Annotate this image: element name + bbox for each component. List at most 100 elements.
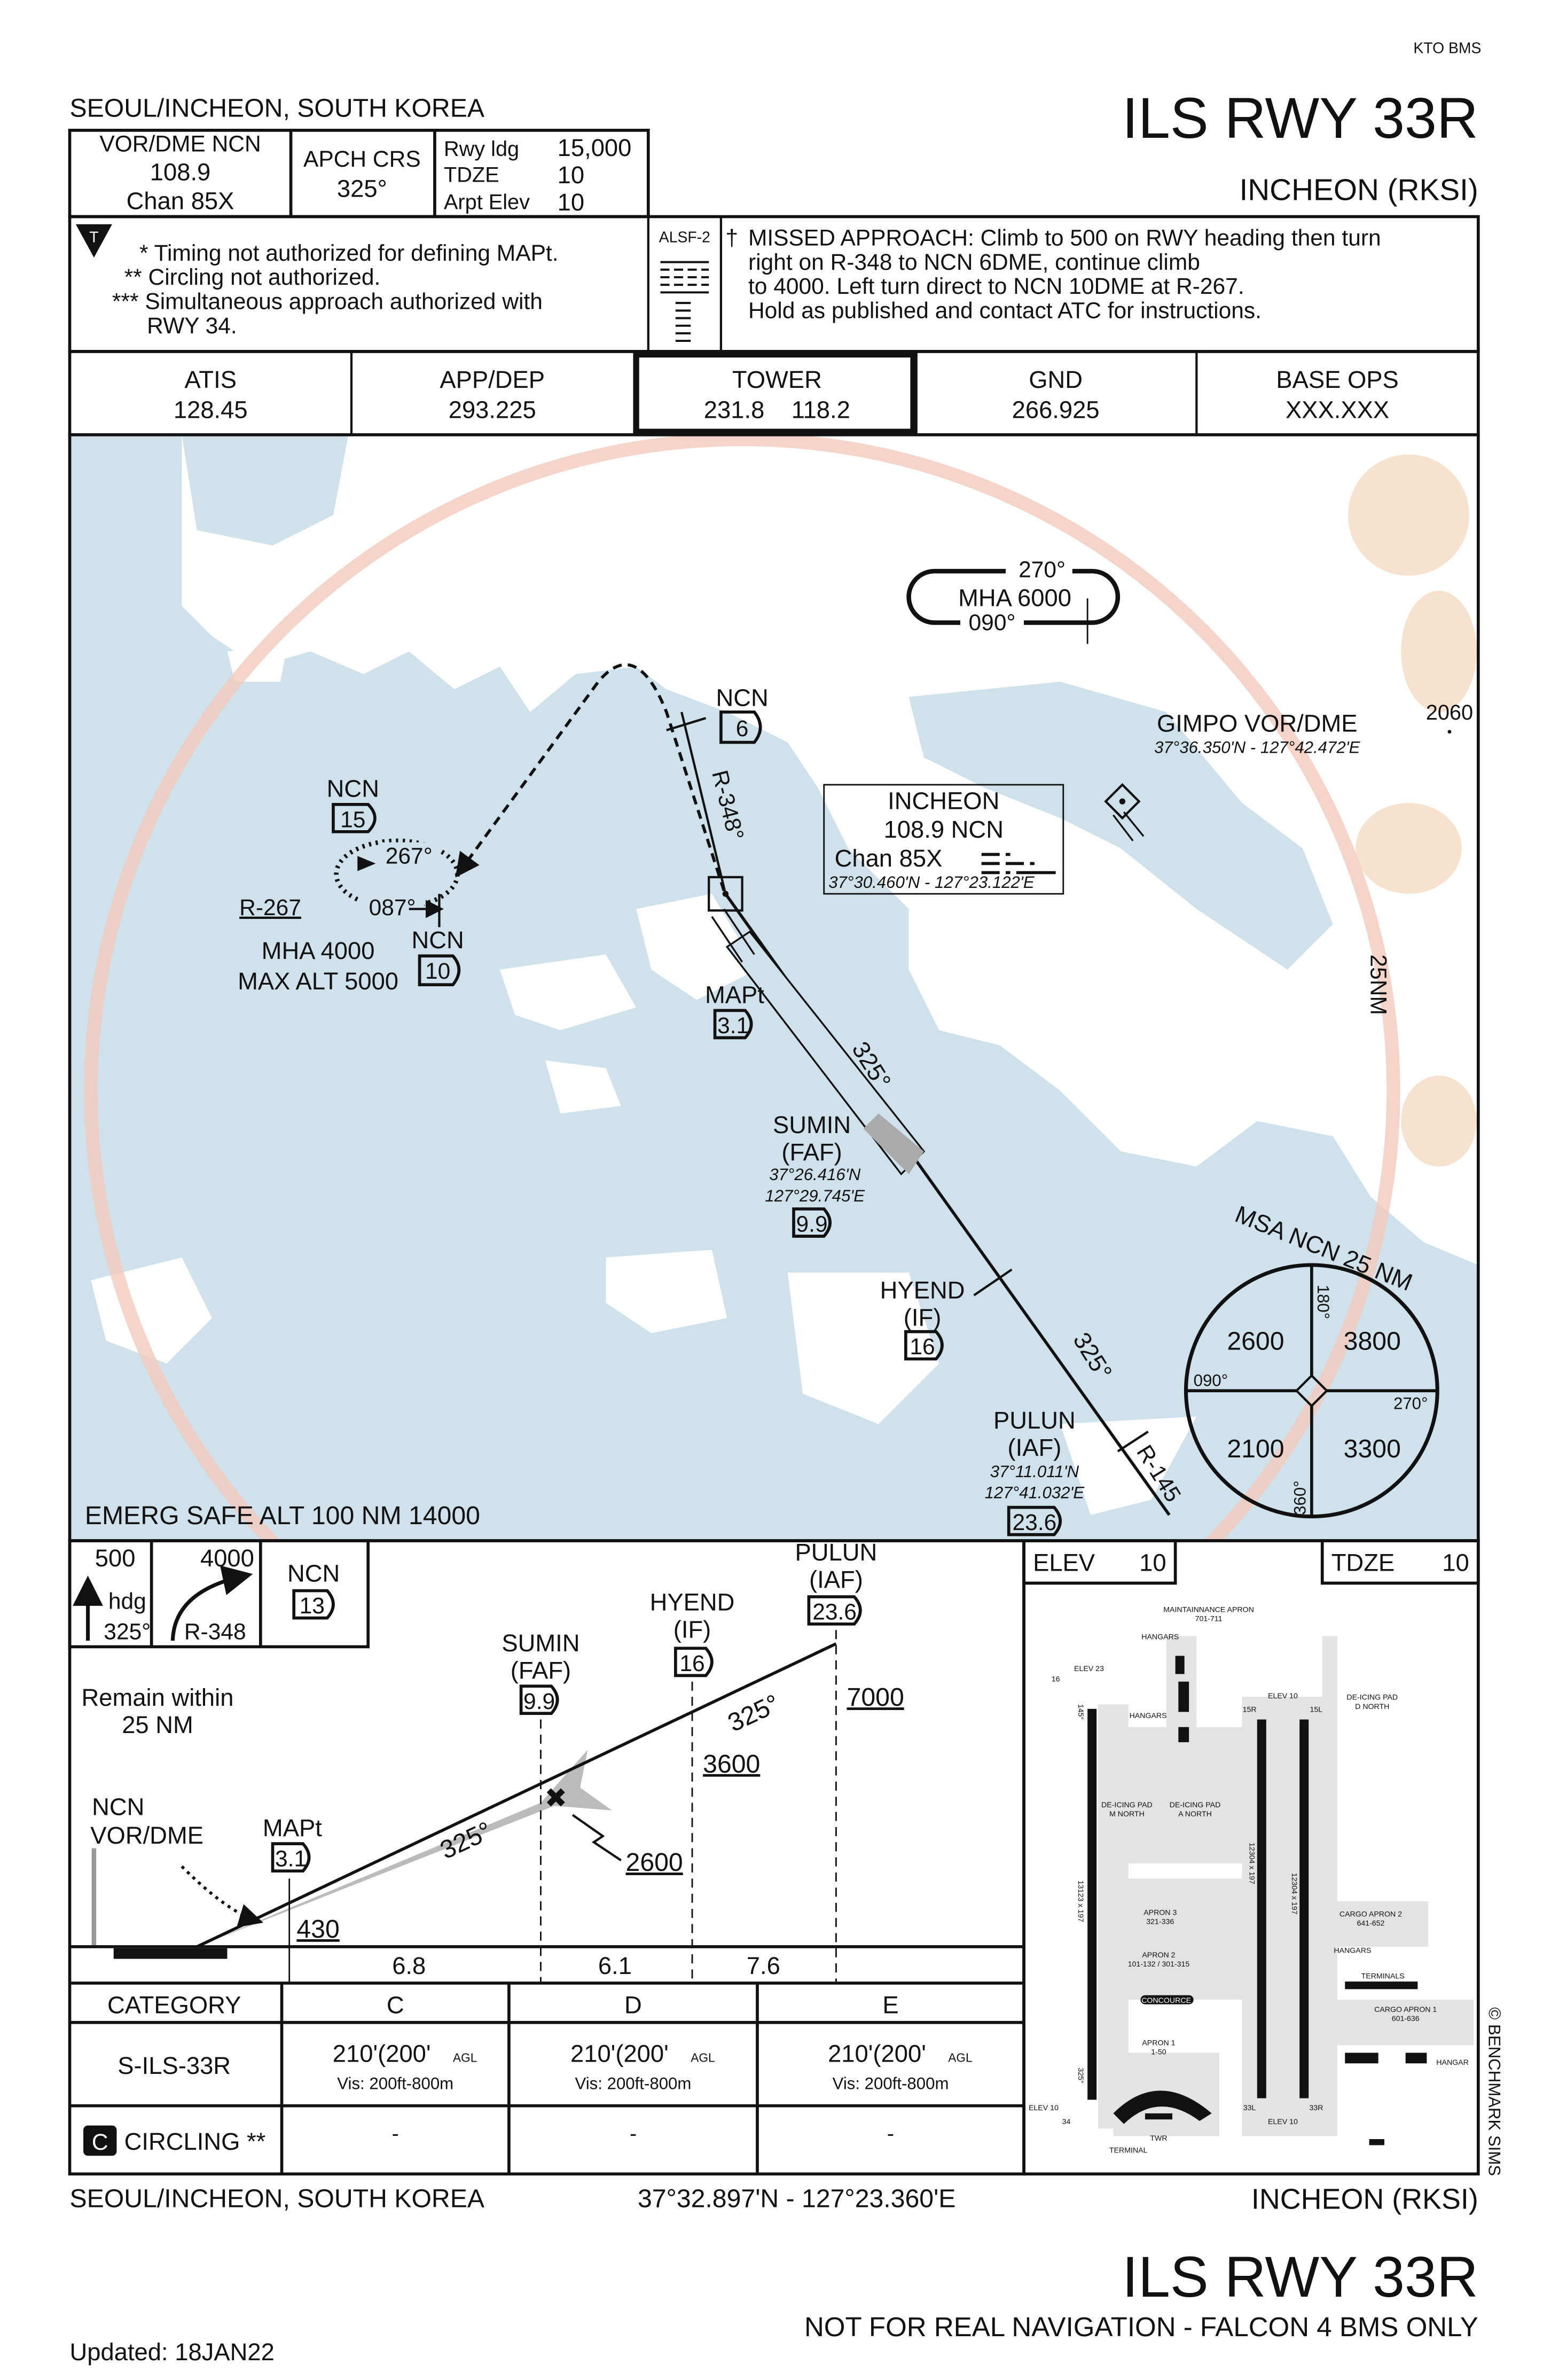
climb-altitude: 500 — [95, 1544, 136, 1572]
glideslope-intercept-icon: ✖ — [544, 1783, 567, 1813]
island — [499, 954, 637, 1031]
diagram-tdze: 10 — [1442, 1549, 1469, 1577]
comms-row: ATIS 128.45 APP/DEP 293.225 TOWER 231.8 … — [68, 350, 1480, 436]
profile-crs-upper: 325° — [724, 1689, 784, 1737]
turn-radial: R-348 — [184, 1619, 246, 1644]
tdze: 10 — [558, 161, 584, 189]
tower-highlight — [633, 351, 916, 435]
morse-code-icon — [981, 853, 1056, 875]
msa-180: 180° — [1314, 1285, 1333, 1320]
label-cargo1: CARGO APRON 1 — [1374, 2006, 1437, 2014]
hold-fix: NCN — [287, 1560, 340, 1587]
navaid-coords: 37°30.460'N - 127°23.122'E — [828, 873, 1035, 892]
apch-crs-label: APCH CRS — [303, 146, 421, 172]
pulun-name: PULUN — [993, 1407, 1076, 1434]
dme-box-mapt — [713, 1009, 753, 1040]
island — [606, 1250, 727, 1333]
min-vis: Vis: 200ft-800m — [337, 2074, 453, 2093]
radial-267-label: R-267 — [239, 895, 301, 920]
sumin-role: (FAF) — [781, 1138, 842, 1166]
msa-navaid-icon — [1295, 1374, 1329, 1408]
hold-mha: MHA 6000 — [958, 584, 1071, 611]
diagram-elev-label: ELEV — [1033, 1549, 1095, 1577]
alt-2600: 2600 — [626, 1848, 683, 1877]
label-apron2: APRON 2 — [1142, 1951, 1175, 1960]
hyend-dme: 16 — [910, 1334, 935, 1360]
dme-box-10 — [418, 954, 461, 987]
min-circling-e: - — [887, 2122, 894, 2145]
profile-hyend-role: (IF) — [673, 1616, 711, 1643]
alsf-label: ALSF-2 — [659, 229, 710, 246]
dme-box-profile-sumin — [519, 1684, 559, 1715]
climbing-turn-icon — [170, 1565, 253, 1641]
circling-badge — [83, 2125, 117, 2156]
emergency-safe-altitude: EMERG SAFE ALT 100 NM 14000 — [85, 1501, 480, 1530]
gimpo-vor-icon — [1104, 783, 1141, 820]
label-terminals: TERMINALS — [1361, 1972, 1405, 1981]
label-elev10c: ELEV 10 — [1268, 2118, 1298, 2126]
range-ring-25nm — [84, 434, 1400, 1541]
hold-inbound: 270° — [1019, 557, 1066, 582]
label-elev23: ELEV 23 — [1074, 1665, 1104, 1673]
min-header-c: C — [387, 1992, 404, 2019]
min-ils-name: S-ILS-33R — [118, 2052, 231, 2079]
label-deice-d: DE-ICING PAD — [1346, 1694, 1398, 1702]
msa-se: 3300 — [1344, 1434, 1401, 1463]
vor-freq: 108.9 — [150, 158, 211, 185]
label-elev10a: ELEV 10 — [1029, 2104, 1059, 2112]
label-apron2-num: 101-132 / 301-315 — [1128, 1960, 1190, 1969]
hold-dme: 13 — [300, 1593, 325, 1619]
label-cargo2-num: 641-652 — [1357, 1919, 1384, 1928]
label-cargo2: CARGO APRON 2 — [1340, 1910, 1402, 1918]
hyend-name: HYEND — [880, 1276, 965, 1304]
navaid-name: INCHEON — [888, 787, 999, 814]
profile-hyend: HYEND — [650, 1588, 735, 1616]
label-rwy34: 34 — [1062, 2118, 1071, 2126]
ncn-label: NCN — [92, 1793, 144, 1820]
label-apron3-num: 321-336 — [1146, 1917, 1174, 1926]
label-apron1: APRON 1 — [1142, 2039, 1175, 2047]
notes-symbol: T — [89, 229, 98, 246]
pulun-dme: 23.6 — [1013, 1510, 1057, 1535]
notes-section: T * Timing not authorized for defining M… — [68, 215, 1480, 353]
min-circling-c: - — [392, 2122, 399, 2145]
label-dim-mid: 12304 x 197 — [1248, 1843, 1256, 1884]
profile-hyend-dme: 16 — [679, 1651, 704, 1676]
hangar-building — [1175, 1656, 1185, 1674]
label-rwy15l: 15L — [1310, 1705, 1323, 1714]
msa-090: 090° — [1194, 1371, 1228, 1390]
glidepath-line — [196, 1642, 837, 1948]
disclaimer: NOT FOR REAL NAVIGATION - FALCON 4 BMS O… — [804, 2312, 1478, 2342]
hyend-role: (IF) — [904, 1304, 942, 1331]
rwy-ldg-label: Rwy ldg — [444, 137, 519, 161]
min-agl: AGL — [453, 2050, 477, 2064]
hold-arrow-icon — [357, 856, 376, 871]
profile-sumin-role: (FAF) — [511, 1657, 571, 1684]
hangar-building — [1369, 2139, 1384, 2145]
dme-box-sumin — [792, 1207, 832, 1238]
hyend-fix-tick — [973, 1268, 1013, 1297]
info-box: VOR/DME NCN 108.9 Chan 85X APCH CRS 325°… — [68, 129, 650, 219]
ncn-vordme-label: VOR/DME — [90, 1822, 203, 1849]
dme-box-profile-mapt — [271, 1842, 311, 1873]
island — [1060, 1416, 1197, 1515]
label-maint-apron-num: 701-711 — [1195, 1614, 1223, 1623]
navaid-freq: 108.9 NCN — [884, 816, 1004, 843]
min-ils-e: 210'(200' AGL Vis: 200ft-800m — [828, 2040, 973, 2093]
climb-hdg: hdg — [108, 1589, 146, 1614]
profile-pulun-dme: 23.6 — [812, 1599, 857, 1625]
sumin-dme: 9.9 — [796, 1211, 828, 1237]
ncn10-label: NCN — [411, 926, 464, 954]
alt-7000: 7000 — [847, 1683, 904, 1712]
elev: 10 — [558, 189, 584, 216]
label-rwy15r: 15R — [1243, 1705, 1257, 1714]
island — [636, 894, 757, 1000]
missed-line-3: to 4000. Left turn direct to NCN 10DME a… — [748, 274, 1244, 299]
label-apron1-num: 1-50 — [1151, 2048, 1166, 2056]
msa-360: 360° — [1291, 1480, 1310, 1515]
island — [787, 1273, 939, 1424]
label-cargo1-num: 601-636 — [1392, 2015, 1420, 2023]
label-apron3: APRON 3 — [1143, 1908, 1177, 1917]
pulun-lat: 37°11.011'N — [990, 1462, 1079, 1481]
